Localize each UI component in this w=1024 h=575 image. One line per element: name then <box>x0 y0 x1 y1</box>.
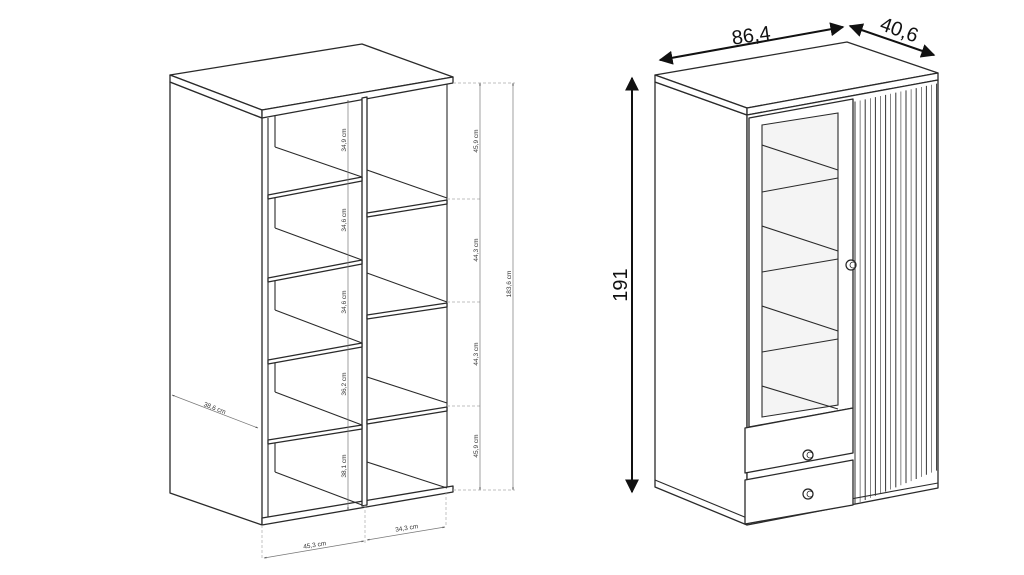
dim-right-width: 34,3 cm <box>395 523 419 534</box>
dim-right-4: 45,9 cm <box>473 434 480 457</box>
closed-cabinet: 191 86,4 40,6 <box>610 13 939 526</box>
dim-left-5: 38,1 cm <box>341 454 348 477</box>
side-panel <box>654 81 748 526</box>
dim-left-3: 34,6 cm <box>341 290 348 313</box>
dim-left-4: 36,2 cm <box>341 372 348 395</box>
dim-left-2: 34,6 cm <box>341 208 348 231</box>
dim-height: 191 <box>610 268 632 301</box>
dim-width: 86,4 <box>730 22 772 49</box>
visible-shelves <box>761 144 839 410</box>
drawer-knob-icon <box>802 449 814 461</box>
width-arrow <box>658 22 845 65</box>
dim-right-1: 45,9 cm <box>473 129 480 152</box>
dim-right-3: 44,3 cm <box>473 342 480 365</box>
dim-left-1: 34,9 cm <box>341 128 348 151</box>
depth-arrow <box>848 23 936 58</box>
bottom-panel <box>261 485 454 526</box>
door-knob-icon <box>845 259 857 271</box>
dim-right-2: 44,3 cm <box>473 238 480 261</box>
right-shelves <box>366 169 448 489</box>
dim-left-width: 45,3 cm <box>303 540 327 551</box>
fluted-door <box>854 83 938 505</box>
drawer-top <box>744 407 854 474</box>
side-panel <box>169 81 263 526</box>
open-shelf-cabinet: 34,9 cm 34,6 cm 34,6 cm 36,2 cm 38,1 cm … <box>169 43 515 560</box>
drawer-knob-icon <box>802 488 814 500</box>
dim-total-height: 183,6 cm <box>506 271 513 298</box>
middle-divider <box>361 96 368 507</box>
drawer-bottom <box>744 459 854 525</box>
